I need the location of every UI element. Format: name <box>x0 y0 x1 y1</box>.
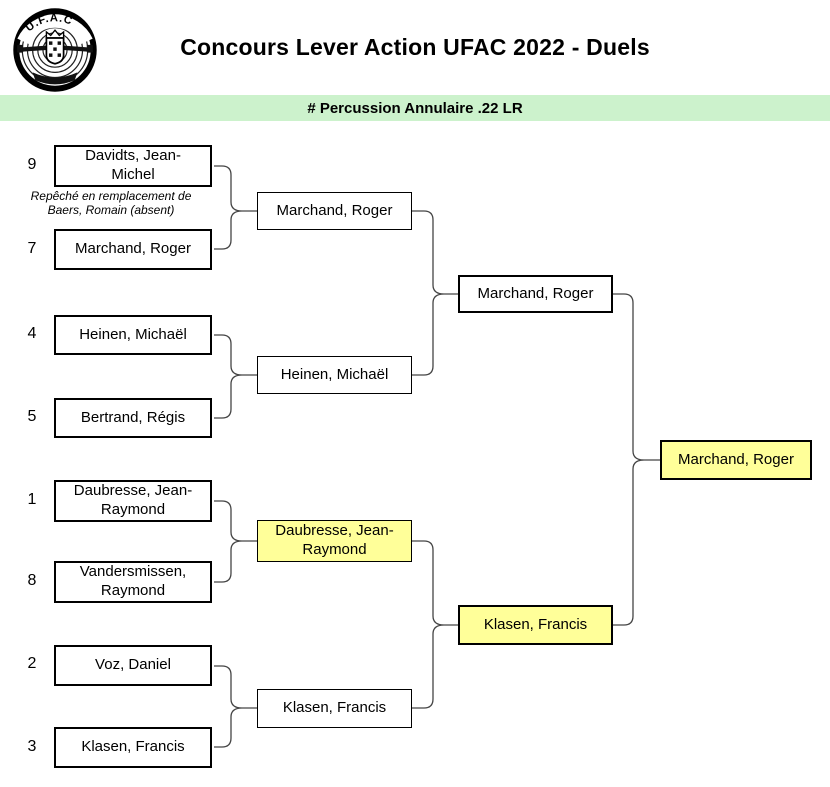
connector-semifinal2 <box>412 540 458 709</box>
player-box-round2: Marchand, Roger <box>257 192 412 230</box>
player-box-round1: Vandersmissen, Raymond <box>54 561 212 603</box>
connector-final <box>613 293 660 626</box>
player-box-round1: Klasen, Francis <box>54 727 212 768</box>
repechage-note: Repêché en remplacement de Baers, Romain… <box>6 189 216 218</box>
connector-match2 <box>214 334 257 419</box>
winner-box: Marchand, Roger <box>660 440 812 480</box>
player-box-round2: Klasen, Francis <box>257 689 412 728</box>
player-box-round2-highlighted: Daubresse, Jean-Raymond <box>257 520 412 562</box>
seed-number: 5 <box>27 408 37 425</box>
seed-number: 4 <box>27 325 37 342</box>
connector-semifinal1 <box>412 210 458 376</box>
category-banner: # Percussion Annulaire .22 LR <box>0 95 830 121</box>
seed-number: 1 <box>27 491 37 508</box>
shield-crest-icon <box>45 29 65 65</box>
player-box-round1: Daubresse, Jean-Raymond <box>54 480 212 522</box>
page-title: Concours Lever Action UFAC 2022 - Duels <box>180 34 650 60</box>
player-box-final-highlighted: Klasen, Francis <box>458 605 613 645</box>
player-box-round2: Heinen, Michaël <box>257 356 412 394</box>
player-box-round1: Heinen, Michaël <box>54 315 212 355</box>
player-box-round1: Marchand, Roger <box>54 229 212 270</box>
ufac-logo: U.F.A.C <box>13 8 97 92</box>
seed-number: 9 <box>27 156 37 173</box>
seed-number: 2 <box>27 655 37 672</box>
connector-match4 <box>214 665 257 748</box>
crossed-rifles-icon <box>17 44 93 53</box>
seed-number: 7 <box>27 240 37 257</box>
connector-match1 <box>214 165 257 250</box>
seed-number: 3 <box>27 738 37 755</box>
connector-match3 <box>214 500 257 583</box>
player-box-final: Marchand, Roger <box>458 275 613 313</box>
repechage-note-line2: Baers, Romain (absent) <box>47 202 175 217</box>
ribbon-icon <box>32 72 78 85</box>
player-box-round1: Bertrand, Régis <box>54 398 212 438</box>
player-box-round1: Voz, Daniel <box>54 645 212 686</box>
seed-number: 8 <box>27 572 37 589</box>
category-label: # Percussion Annulaire .22 LR <box>307 99 523 117</box>
player-box-round1: Davidts, Jean-Michel <box>54 145 212 187</box>
repechage-note-line1: Repêché en remplacement de <box>30 189 192 203</box>
